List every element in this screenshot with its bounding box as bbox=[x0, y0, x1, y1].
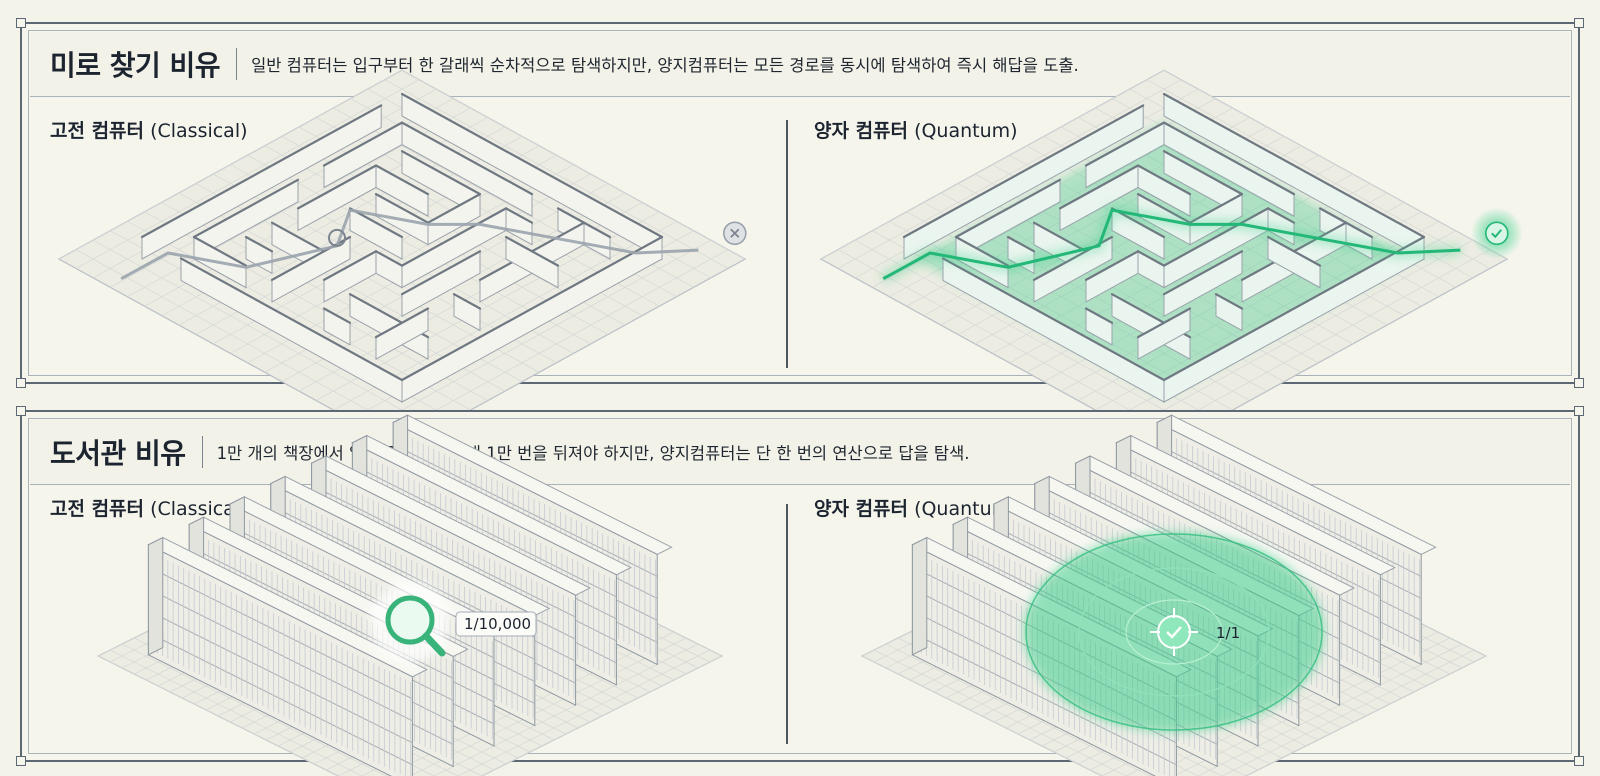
maze-wall-top bbox=[1084, 250, 1140, 281]
library-header: 도서관 비유 1만 개의 책장에서 일반 컴퓨터는 최대 1만 번을 뒤져야 하… bbox=[30, 420, 1570, 485]
maze-wall-top bbox=[179, 257, 404, 382]
maze-analogy-panel: 미로 찾기 비유 일반 컴퓨터는 입구부터 한 갈래씩 순차적으로 탐색하지만,… bbox=[16, 18, 1584, 449]
maze-quantum-label: 양자 컴퓨터 (Quantum) bbox=[814, 120, 1018, 142]
quantum-search-count: 1/1 bbox=[1216, 624, 1240, 642]
maze-wall-top bbox=[1058, 164, 1140, 210]
maze-wall-top bbox=[1162, 150, 1244, 196]
quantum-library-illustration: 1/1 bbox=[860, 414, 1488, 776]
maze-wall-top bbox=[400, 250, 482, 296]
maze-wall-top bbox=[504, 235, 560, 267]
maze-title: 미로 찾기 비유 bbox=[50, 49, 221, 82]
library-classical-label: 고전 컴퓨터 (Classical) bbox=[50, 498, 248, 520]
check-icon bbox=[1166, 626, 1182, 639]
library-quantum-label: 양자 컴퓨터 (Quantum) bbox=[814, 498, 1018, 520]
maze-walls bbox=[140, 92, 664, 403]
maze-wall-top bbox=[941, 257, 1166, 382]
maze-wall-top bbox=[374, 192, 430, 224]
maze-wall-top bbox=[1214, 293, 1244, 310]
maze-description: 일반 컴퓨터는 입구부터 한 갈래씩 순차적으로 탐색하지만, 양지컴퓨터는 모… bbox=[251, 56, 1079, 75]
maze-wall-top bbox=[1136, 250, 1166, 267]
library-divider bbox=[786, 504, 788, 744]
maze-wall-top bbox=[954, 178, 1062, 239]
maze-wall-top bbox=[1162, 250, 1244, 296]
maze-wall-top bbox=[1084, 121, 1166, 167]
maze-wall-top bbox=[400, 207, 508, 267]
maze-wall-top bbox=[322, 307, 352, 324]
field-ring-middle bbox=[1078, 567, 1270, 697]
maze-wall-top bbox=[1084, 307, 1114, 324]
maze-wall-top bbox=[1136, 192, 1192, 224]
classical-maze-illustration bbox=[57, 69, 747, 449]
classical-library-illustration: 1/10,000 bbox=[96, 414, 724, 776]
maze-divider bbox=[786, 120, 788, 368]
maze-wall-top bbox=[1162, 121, 1296, 196]
library-title: 도서관 비유 bbox=[50, 437, 186, 470]
maze-wall-top bbox=[374, 307, 430, 339]
magnifier-icon bbox=[385, 595, 435, 645]
cursor-marker bbox=[328, 228, 346, 247]
classical-search-count: 1/10,000 bbox=[464, 615, 531, 633]
field-ring-inner bbox=[1125, 599, 1223, 665]
maze-wall-top bbox=[1162, 235, 1426, 382]
maze-classical-label: 고전 컴퓨터 (Classical) bbox=[50, 120, 248, 142]
maze-wall-top bbox=[400, 92, 664, 239]
maze-wall-top bbox=[1006, 235, 1036, 253]
maze-walls bbox=[902, 92, 1426, 403]
x-icon bbox=[730, 228, 740, 238]
quantum-maze-illustration bbox=[819, 69, 1523, 449]
magnifier-handle bbox=[422, 632, 446, 657]
target-icon bbox=[1157, 615, 1191, 649]
count-label-box bbox=[455, 611, 537, 637]
maze-wall-top bbox=[400, 121, 534, 196]
field-ring-outer bbox=[1025, 533, 1323, 731]
maze-wall-top bbox=[322, 121, 404, 167]
maze-wall-top bbox=[374, 250, 404, 267]
maze-wall-top bbox=[1266, 235, 1322, 267]
maze-wall-top bbox=[1266, 207, 1296, 224]
maze-wall-top bbox=[270, 221, 326, 253]
maze-wall-top bbox=[296, 164, 378, 210]
maze-wall-top bbox=[244, 235, 274, 253]
maze-wall-top bbox=[140, 104, 383, 239]
maze-wall-top bbox=[322, 250, 378, 281]
maze-wall-top bbox=[426, 192, 482, 224]
maze-wall-top bbox=[954, 235, 1010, 267]
target-crosshair bbox=[1150, 608, 1198, 656]
maze-wall-top bbox=[400, 150, 482, 196]
check-circle-icon bbox=[1484, 221, 1509, 246]
check-icon bbox=[1491, 229, 1503, 239]
maze-wall-top bbox=[1136, 164, 1192, 196]
maze-header: 미로 찾기 비유 일반 컴퓨터는 입구부터 한 갈래씩 순차적으로 탐색하지만,… bbox=[30, 32, 1570, 97]
bookshelf-end bbox=[147, 536, 164, 656]
maze-wall-top bbox=[1162, 92, 1426, 239]
maze-wall-top bbox=[1188, 192, 1244, 224]
maze-wall-top bbox=[374, 164, 430, 196]
maze-wall-top bbox=[902, 104, 1145, 239]
search-path bbox=[120, 208, 699, 281]
maze-wall-top bbox=[400, 235, 664, 382]
bookshelf-end bbox=[911, 536, 928, 656]
maze-wall-top bbox=[192, 235, 248, 267]
maze-wall-top bbox=[1162, 207, 1270, 267]
maze-wall-top bbox=[192, 178, 300, 239]
maze-wall-top bbox=[504, 207, 534, 224]
solution-path bbox=[882, 208, 1461, 281]
maze-wall-top bbox=[1136, 307, 1192, 339]
maze-wall-top bbox=[452, 293, 482, 310]
library-analogy-panel: 도서관 비유 1만 개의 책장에서 일반 컴퓨터는 최대 1만 번을 뒤져야 하… bbox=[16, 406, 1584, 776]
